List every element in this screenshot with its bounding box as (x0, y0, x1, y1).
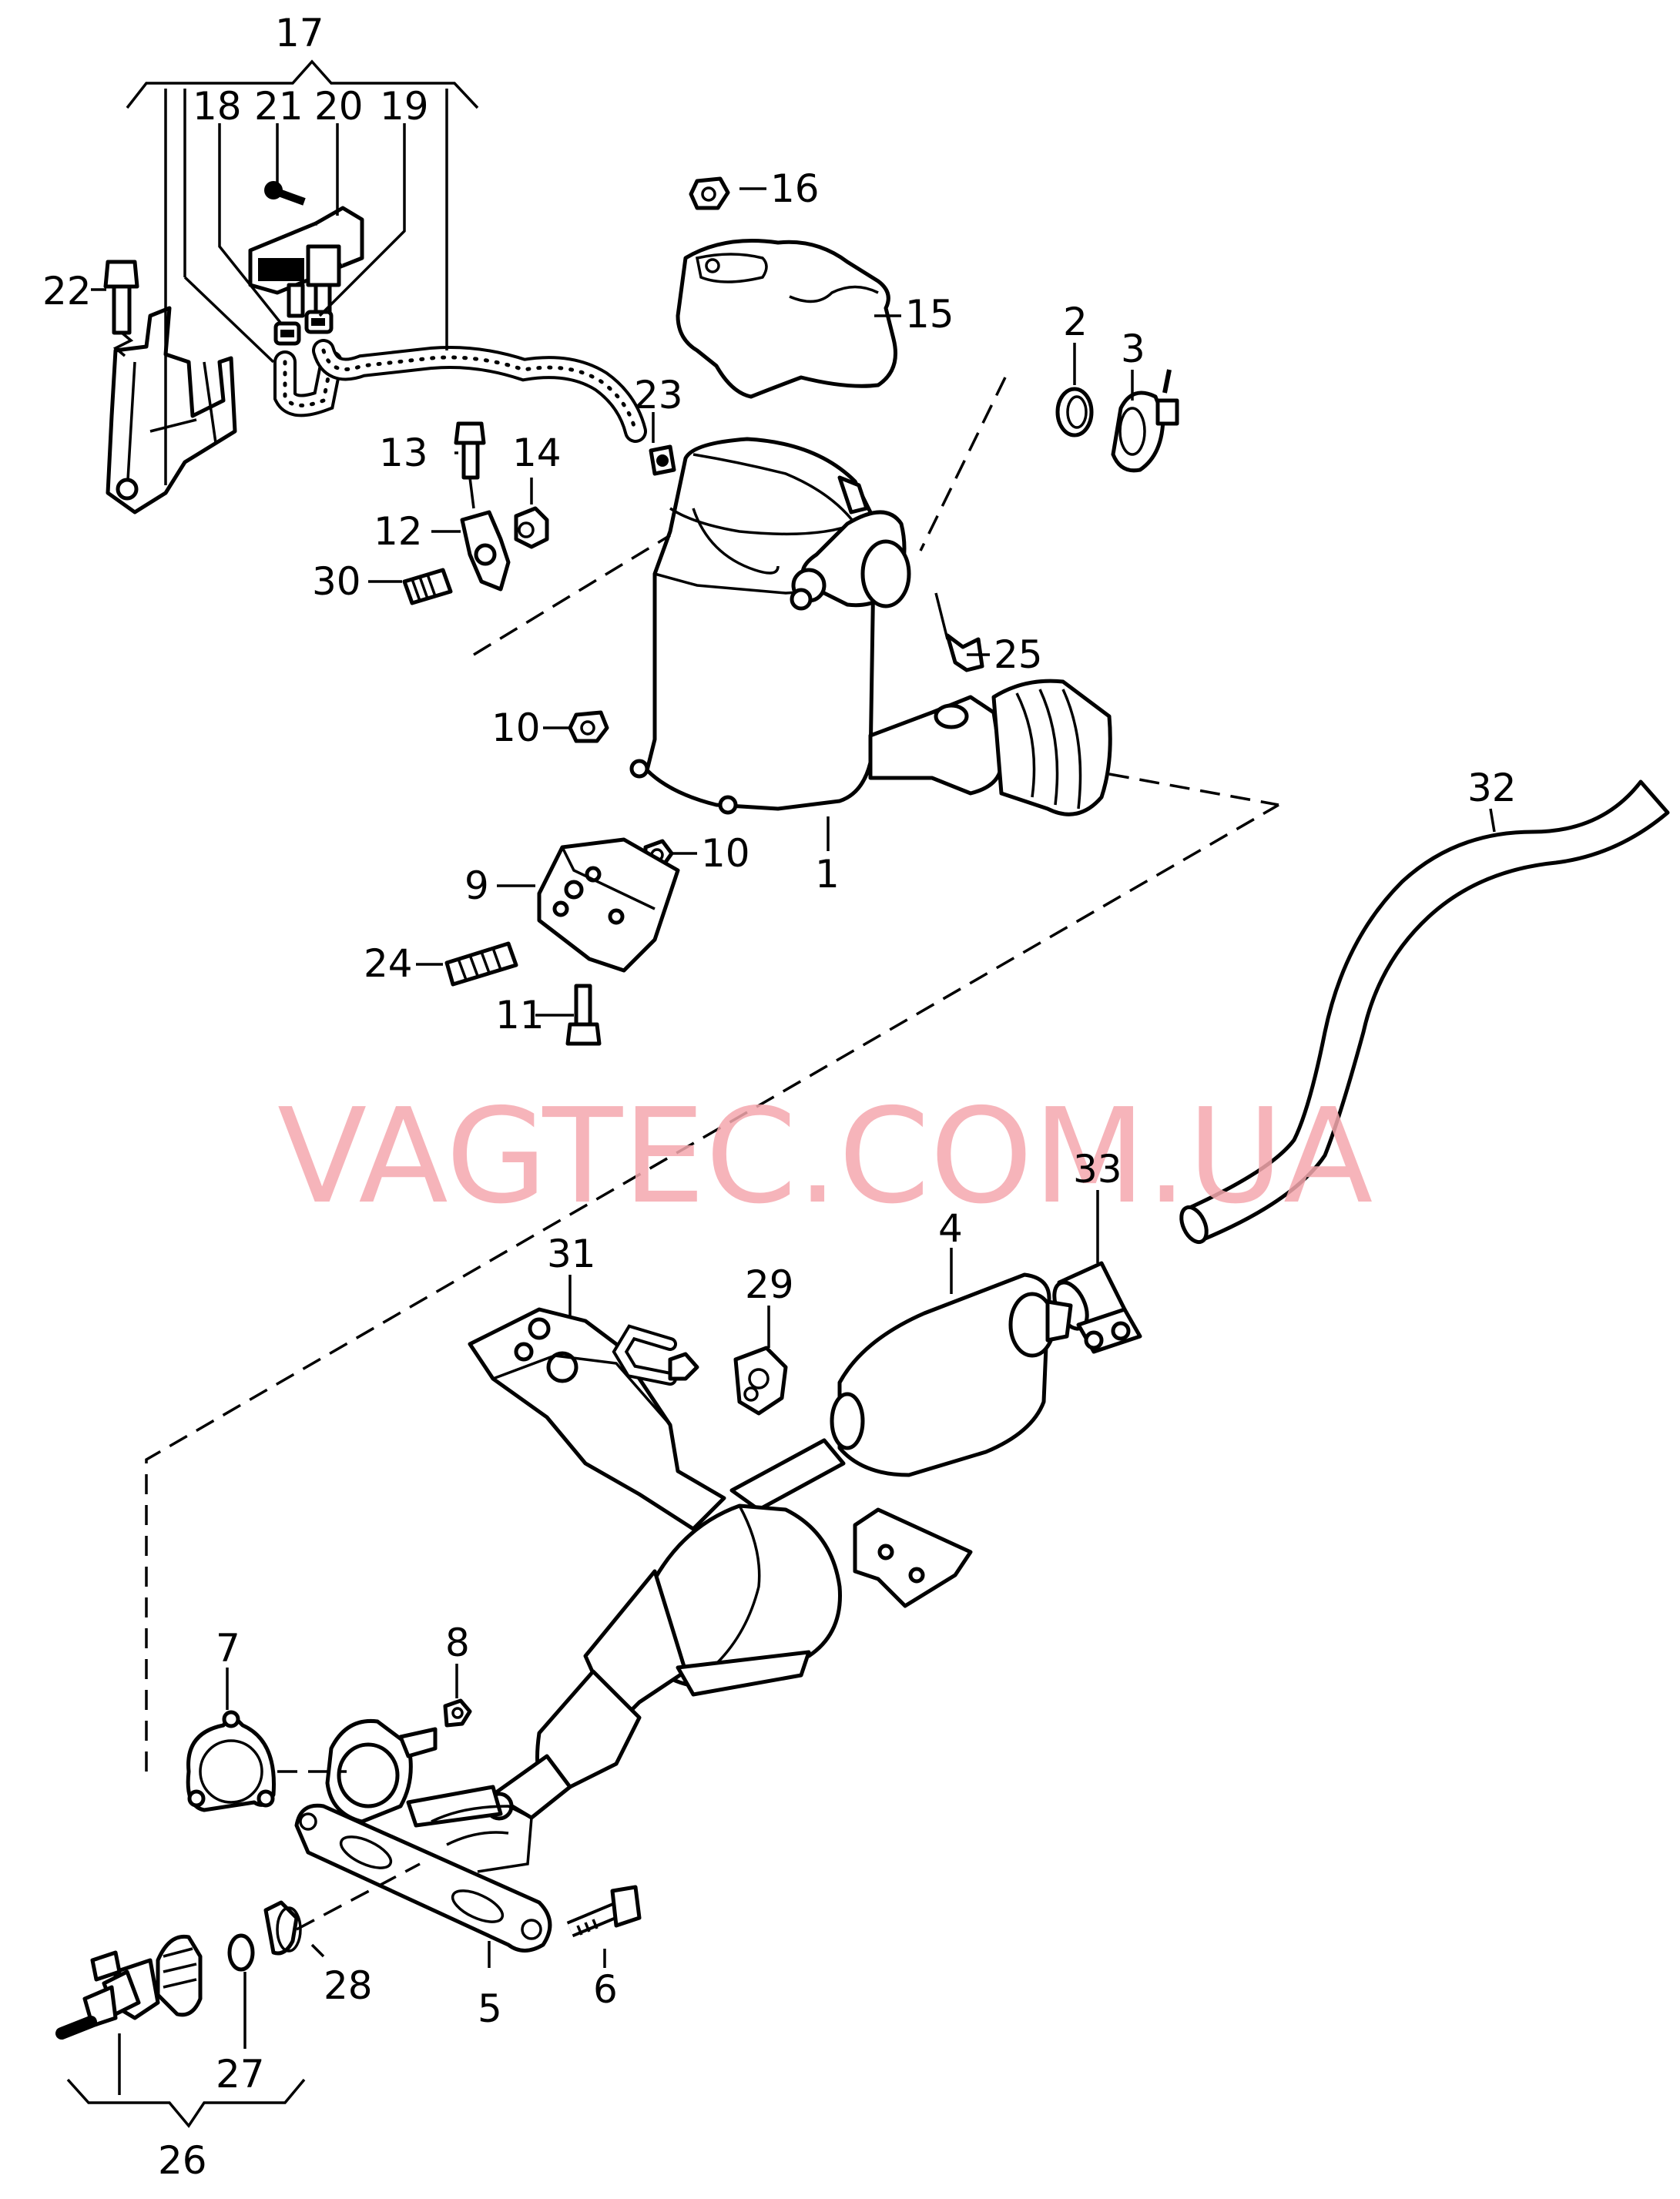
bracket-17 (126, 59, 479, 109)
rubber-mount-29 (733, 1346, 788, 1416)
callout-32: 32 (1467, 766, 1517, 810)
pressure-sensor-20 (248, 206, 364, 318)
bushing-14 (514, 506, 549, 549)
front-pipe-catalytic-4 (325, 1272, 1073, 1873)
callout-7: 7 (216, 1626, 240, 1671)
callout-1: 1 (815, 852, 840, 897)
hose-clamp-18 (273, 321, 301, 346)
bolt-22 (91, 260, 139, 357)
callout-28: 28 (324, 1963, 373, 2008)
stud-24 (444, 941, 518, 987)
callout-10-right: 10 (701, 831, 750, 876)
callout-25: 25 (994, 632, 1043, 677)
callout-6: 6 (593, 1967, 618, 2012)
bolt-11 (565, 984, 602, 1046)
screw-21 (264, 181, 306, 206)
callout-24: 24 (364, 941, 413, 986)
bracket-31 (468, 1307, 726, 1531)
stud-30 (402, 568, 453, 605)
callout-10-top: 10 (491, 706, 541, 750)
heat-shield-15 (676, 239, 897, 399)
exhaust-pipe-32 (1179, 779, 1670, 1245)
callout-12: 12 (374, 509, 423, 554)
hose-clamp-19 (304, 310, 334, 334)
callout-11: 11 (495, 993, 545, 1037)
hanger-rod (612, 1324, 699, 1386)
bolt-13 (454, 421, 486, 480)
callout-30: 30 (312, 559, 361, 604)
gasket-5 (294, 1803, 552, 1953)
watermark-text: VAGTEC.COM.UA (277, 1081, 1373, 1233)
callout-27: 27 (216, 2052, 265, 2097)
callout-3: 3 (1121, 327, 1145, 371)
callout-29: 29 (745, 1262, 794, 1307)
callout-19: 19 (380, 84, 429, 129)
callout-18: 18 (193, 84, 242, 129)
clip-25 (934, 592, 984, 672)
nut-10-top (568, 710, 609, 743)
callout-2: 2 (1063, 300, 1088, 344)
leader-lines-sensor (164, 89, 448, 485)
bolt-6 (566, 1885, 642, 1938)
nut-16 (689, 176, 730, 210)
callout-15: 15 (905, 292, 954, 337)
callout-labels: 17 18 21 20 19 22 16 15 2 3 23 13 14 12 … (42, 11, 1517, 2183)
sensor-bracket-part (106, 306, 237, 515)
clamp-3 (1111, 369, 1179, 473)
callout-23: 23 (634, 373, 683, 417)
leader-lines (118, 187, 1496, 2095)
callout-33: 33 (1073, 1147, 1122, 1192)
clamp-28 (263, 1900, 302, 1956)
flange-gasket-7 (186, 1710, 276, 1812)
bracket-12 (460, 510, 511, 592)
mounting-bracket-9 (537, 837, 680, 973)
pressure-hose (273, 339, 647, 443)
callout-5: 5 (478, 1986, 502, 2031)
gasket-2 (1055, 387, 1094, 437)
dashed-assembly-lines (145, 377, 1279, 1931)
lambda-sensor-26 (55, 1934, 203, 2040)
callout-4: 4 (938, 1206, 963, 1251)
ring-27 (227, 1933, 255, 1972)
nut-8 (443, 1698, 472, 1728)
callout-13: 13 (379, 431, 428, 475)
callout-8: 8 (445, 1621, 470, 1665)
callout-16: 16 (770, 166, 820, 211)
particle-filter-1 (629, 437, 1112, 816)
bracket-26 (66, 2078, 306, 2128)
callout-22: 22 (42, 269, 92, 313)
callout-14: 14 (512, 431, 562, 475)
callout-20: 20 (314, 84, 364, 129)
callout-21: 21 (254, 84, 303, 129)
callout-9: 9 (464, 863, 489, 908)
callout-31: 31 (547, 1232, 596, 1276)
callout-17: 17 (275, 11, 324, 55)
callout-26: 26 (158, 2138, 207, 2183)
hose-clip-23 (649, 444, 676, 476)
